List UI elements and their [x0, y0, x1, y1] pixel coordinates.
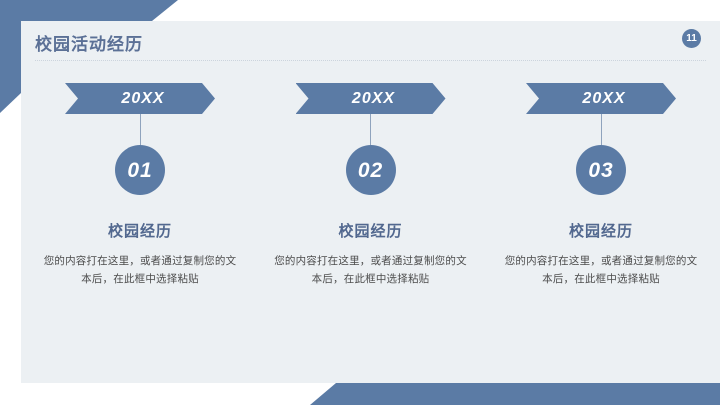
step-number: 03 — [588, 158, 614, 182]
year-label: 20XX — [121, 89, 165, 107]
header-divider — [35, 60, 706, 61]
step-circle-2: 02 — [345, 145, 396, 195]
item-body-3: 您的内容打在这里，或者通过复制您的文本后，在此框中选择粘贴 — [504, 255, 698, 286]
content-panel: 校园活动经历 11 20XX 01 校园经历 您的内容打在这里，或者通过复制您的… — [21, 21, 720, 383]
step-number: 01 — [127, 158, 153, 182]
decor-bar-top-left — [0, 0, 178, 21]
decor-bar-left — [0, 0, 21, 113]
year-ribbon-3: 20XX — [526, 83, 676, 114]
year-ribbon-1: 20XX — [65, 83, 215, 114]
connector-line-1 — [139, 114, 141, 145]
page-number-badge: 11 — [682, 29, 701, 48]
item-heading-2: 校园经历 — [338, 223, 403, 240]
item-heading-1: 校园经历 — [107, 223, 172, 240]
connector-line-3 — [600, 114, 602, 145]
slide-header: 校园活动经历 11 — [21, 21, 720, 68]
item-heading-3: 校园经历 — [568, 223, 633, 240]
item-body-2: 您的内容打在这里，或者通过复制您的文本后，在此框中选择粘贴 — [274, 255, 467, 286]
item-body-1: 您的内容打在这里，或者通过复制您的文本后，在此框中选择粘贴 — [43, 255, 237, 286]
timeline-item-2: 20XX 02 校园经历 您的内容打在这里，或者通过复制您的文本后，在此框中选择… — [260, 83, 482, 383]
year-label: 20XX — [351, 89, 396, 107]
step-circle-3: 03 — [576, 145, 626, 195]
page-title: 校园活动经历 — [35, 35, 143, 54]
timeline-item-1: 20XX 01 校园经历 您的内容打在这里，或者通过复制您的文本后，在此框中选择… — [29, 83, 251, 383]
connector-line-2 — [370, 114, 371, 145]
decor-bar-bottom-right — [310, 383, 720, 405]
step-number: 02 — [357, 158, 384, 182]
timeline-columns: 20XX 01 校园经历 您的内容打在这里，或者通过复制您的文本后，在此框中选择… — [21, 83, 720, 383]
step-circle-1: 01 — [115, 145, 165, 195]
year-ribbon-2: 20XX — [295, 83, 446, 114]
year-label: 20XX — [582, 89, 626, 107]
timeline-item-3: 20XX 03 校园经历 您的内容打在这里，或者通过复制您的文本后，在此框中选择… — [490, 83, 712, 383]
